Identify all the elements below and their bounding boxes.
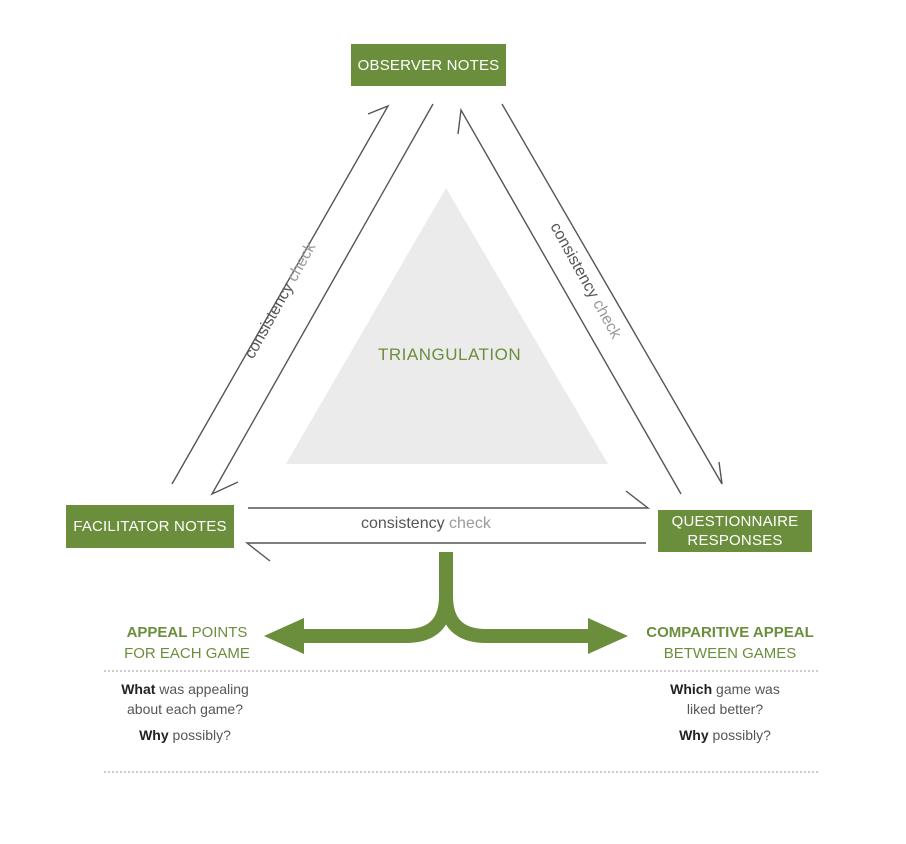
arrow-facilitator-to-observer — [171, 104, 390, 485]
arrow-questionnaire-to-facilitator — [244, 542, 646, 562]
left-arrowhead — [264, 618, 304, 654]
right-arrowhead — [588, 618, 628, 654]
observer-notes-box: OBSERVER NOTES — [351, 44, 506, 86]
questionnaire-label-line1: QUESTIONNAIRE — [671, 513, 799, 530]
outcome-left-bold: APPEAL — [126, 624, 188, 641]
facilitator-notes-label: FACILITATOR NOTES — [73, 518, 227, 535]
observer-notes-label: OBSERVER NOTES — [357, 56, 500, 74]
q-right-1-rest: game was — [712, 681, 780, 697]
outcome-right-bold: COMPARITIVE APPEAL — [646, 624, 814, 641]
q-right-1-bold: Which — [670, 681, 713, 697]
q-right-2-rest: possibly? — [708, 727, 771, 743]
consistency-check-bottom: consistency check — [361, 515, 491, 532]
outcome-left: APPEAL POINTS FOR EACH GAME — [112, 622, 262, 664]
arrow-observer-to-facilitator — [210, 103, 434, 496]
facilitator-notes-box: FACILITATOR NOTES — [66, 505, 234, 548]
outcome-left-line2: FOR EACH GAME — [124, 645, 250, 662]
questions-right: Which game was liked better? Why possibl… — [640, 679, 810, 745]
arrow-facilitator-to-questionnaire — [248, 490, 651, 509]
questionnaire-label-line2: RESPONSES — [687, 532, 783, 549]
outcome-right: COMPARITIVE APPEAL BETWEEN GAMES — [640, 622, 820, 664]
q-left-1-rest: was appealing — [155, 681, 249, 697]
q-left-2-rest: possibly? — [168, 727, 231, 743]
outcome-left-rest: POINTS — [187, 624, 248, 641]
split-arrow — [296, 552, 596, 643]
q-left-1-bold: What — [121, 681, 156, 697]
questions-left: What was appealing about each game? Why … — [100, 679, 270, 745]
q-right-2-bold: Why — [679, 727, 709, 743]
q-left-1-line2: about each game? — [127, 701, 243, 717]
arrow-observer-to-questionnaire — [501, 103, 723, 485]
triangulation-triangle — [286, 188, 608, 464]
triangulation-label: TRIANGULATION — [378, 345, 522, 364]
arrow-questionnaire-to-observer — [457, 107, 682, 495]
q-left-2-bold: Why — [139, 727, 169, 743]
q-right-1-line2: liked better? — [686, 701, 764, 717]
questionnaire-responses-box: QUESTIONNAIRE RESPONSES — [658, 510, 812, 552]
outcome-right-line2: BETWEEN GAMES — [663, 645, 797, 662]
